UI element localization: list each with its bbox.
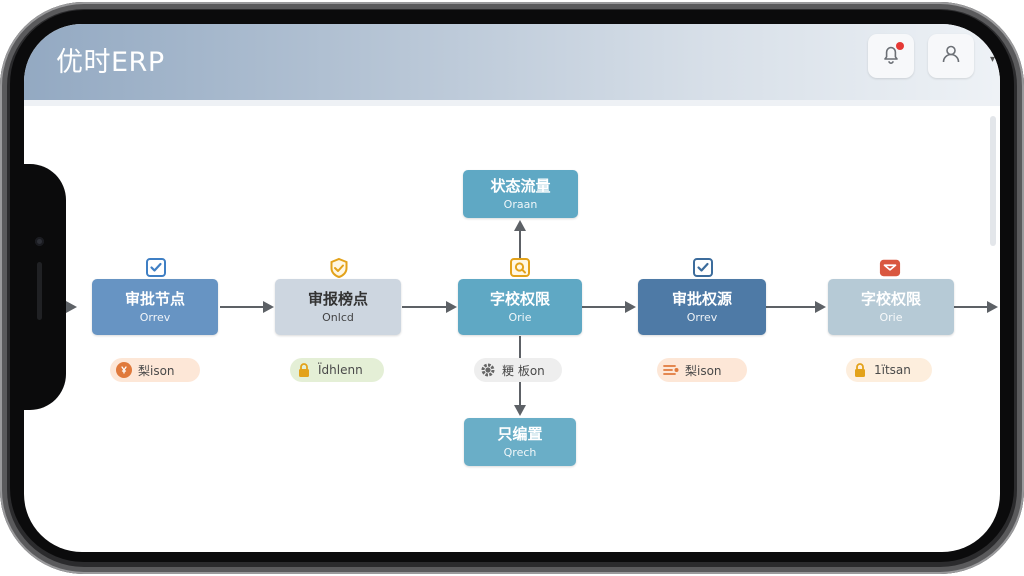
user-menu-button[interactable] — [928, 34, 974, 78]
connector-line — [519, 228, 521, 264]
flow-node-edit-config[interactable]: 只编置 Qrech — [464, 418, 576, 466]
connector-line — [220, 306, 264, 308]
flow-node-permission[interactable]: 字校权限 Orie — [458, 279, 582, 335]
tag-label: 1ïtsan — [874, 363, 911, 377]
notification-dot — [896, 42, 904, 50]
bell-icon — [879, 42, 903, 70]
list-icon — [663, 362, 679, 378]
node-title: 审批节点 — [124, 289, 185, 308]
lock-icon — [296, 362, 312, 378]
scrollbar[interactable] — [990, 116, 996, 246]
node-subtitle: Qrech — [503, 445, 537, 459]
gear-icon — [480, 362, 496, 378]
mail-badge-icon — [879, 257, 901, 279]
node-subtitle: Oraan — [503, 197, 538, 211]
node-subtitle: Orie — [879, 310, 903, 324]
node-subtitle: Orie — [508, 310, 532, 324]
coin-icon — [116, 362, 132, 378]
chevron-down-icon[interactable]: ▾ — [990, 54, 996, 65]
flow-node-approval[interactable]: 审批节点 Orrev — [92, 279, 218, 335]
connector-line — [954, 306, 990, 308]
speaker-grille — [37, 262, 42, 320]
app-title: 优时ERP — [56, 47, 165, 78]
node-title: 字校权限 — [860, 289, 921, 308]
workflow-canvas: 审批节点 Orrev 审报榜点 Onlcd 字校权限 Orie 审批权源 Orr… — [24, 24, 1000, 552]
check-shield-icon — [145, 257, 167, 279]
arrow-head — [514, 405, 526, 416]
connector-line — [766, 306, 816, 308]
app-header: 优时ERP ▾ — [24, 24, 1000, 100]
node-tag[interactable]: 1ïtsan — [846, 358, 932, 382]
node-tag[interactable]: Ïdhlenn — [290, 358, 384, 382]
lock-icon — [852, 362, 868, 378]
arrow-head — [815, 301, 826, 313]
node-subtitle: Orrev — [686, 310, 718, 324]
tag-label: 梨ison — [685, 363, 722, 378]
camera-notch — [24, 164, 66, 410]
node-title: 只编置 — [497, 424, 543, 443]
arrow-head — [446, 301, 457, 313]
header-divider — [24, 100, 1000, 106]
connector-line — [402, 306, 447, 308]
arrow-head — [263, 301, 274, 313]
node-title: 字校权限 — [489, 289, 550, 308]
flow-node-approval-source[interactable]: 审批权源 Orrev — [638, 279, 766, 335]
tag-label: 梨ison — [138, 363, 175, 378]
node-title: 审批权源 — [671, 289, 732, 308]
flow-node-review[interactable]: 审报榜点 Onlcd — [275, 279, 401, 335]
check-shield-icon — [692, 257, 714, 279]
arrow-head — [625, 301, 636, 313]
node-tag[interactable]: 梨ison — [110, 358, 200, 382]
connector-line — [582, 306, 626, 308]
search-badge-icon — [509, 257, 531, 279]
node-tag[interactable]: 粳 板on — [474, 358, 562, 382]
arrow-head — [514, 220, 526, 231]
flow-node-status-flow[interactable]: 状态流量 Oraan — [463, 170, 578, 218]
user-icon — [939, 42, 963, 70]
node-title: 审报榜点 — [307, 289, 368, 308]
app-screen: 优时ERP ▾ — [24, 24, 1000, 552]
arrow-head — [66, 301, 77, 313]
flow-node-permission-2[interactable]: 字校权限 Orie — [828, 279, 954, 335]
tag-label: 粳 板on — [502, 363, 545, 378]
node-tag[interactable]: 梨ison — [657, 358, 747, 382]
check-shield-icon — [328, 257, 350, 279]
notification-button[interactable] — [868, 34, 914, 78]
node-subtitle: Orrev — [139, 310, 171, 324]
node-subtitle: Onlcd — [322, 310, 354, 324]
camera-icon — [35, 237, 44, 246]
arrow-head — [987, 301, 998, 313]
node-title: 状态流量 — [490, 176, 551, 195]
tag-label: Ïdhlenn — [318, 363, 363, 377]
